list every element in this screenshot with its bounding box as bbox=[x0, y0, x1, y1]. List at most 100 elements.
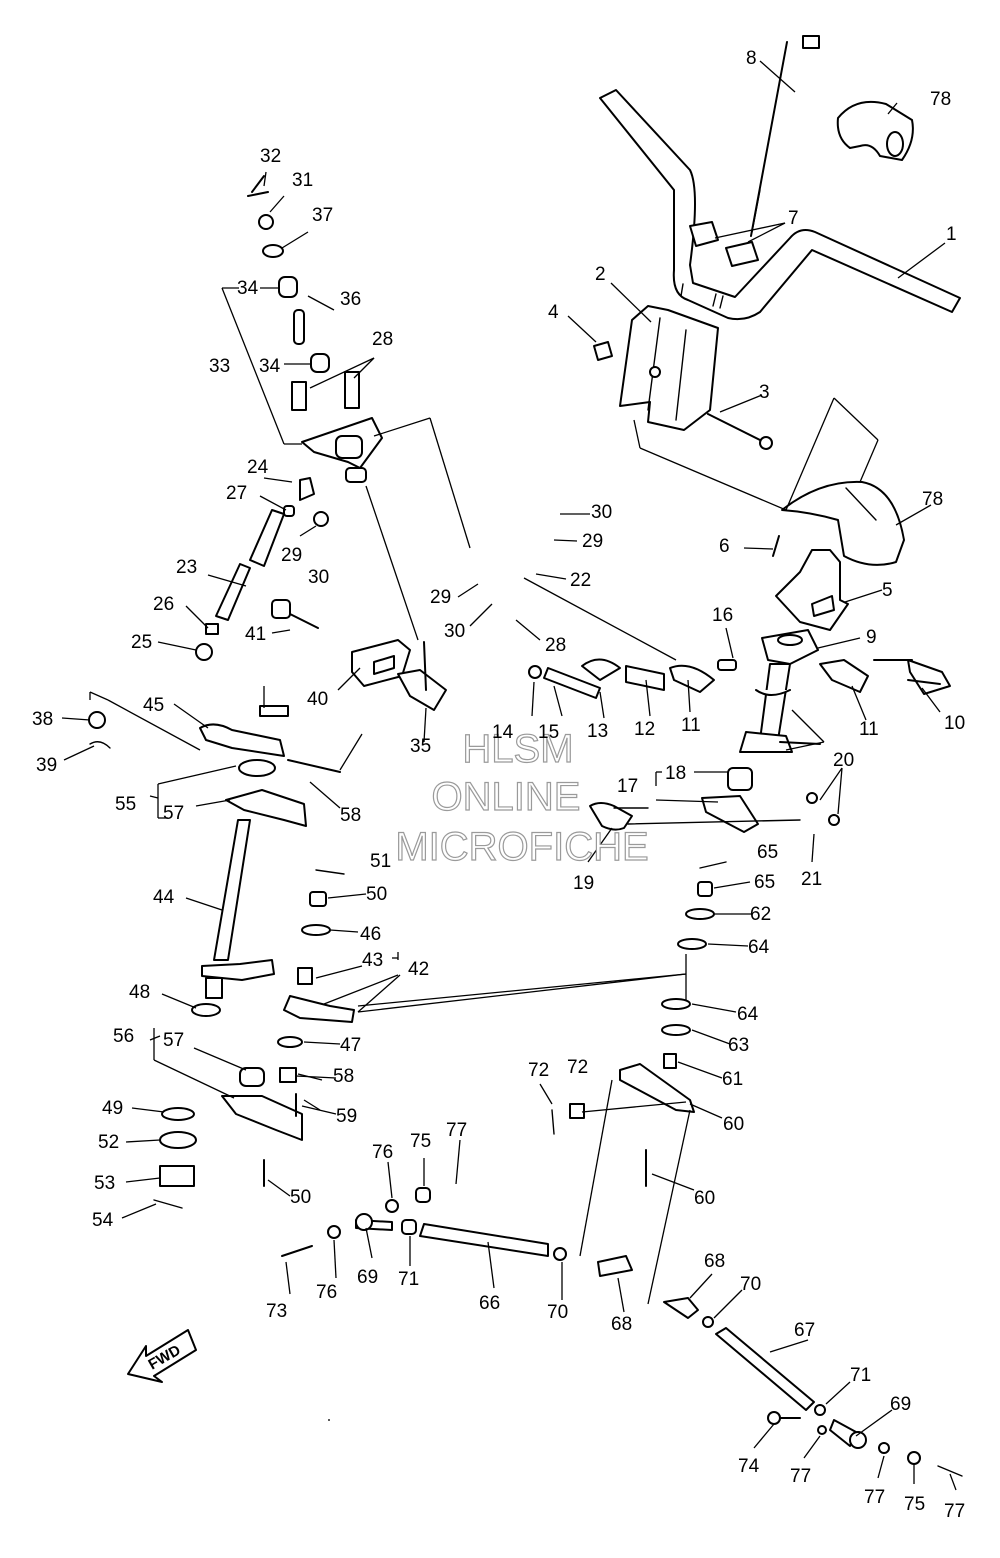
callout: 21 bbox=[801, 869, 822, 890]
callout: 69 bbox=[890, 1394, 911, 1415]
column-cover bbox=[781, 480, 905, 566]
callout: 28 bbox=[545, 635, 566, 656]
stem-links bbox=[528, 658, 951, 699]
callout: 19 bbox=[573, 873, 594, 894]
callout: 71 bbox=[398, 1269, 419, 1290]
callout: 32 bbox=[260, 146, 281, 167]
watermark-line-3: MICROFICHE bbox=[395, 825, 648, 869]
callout: 75 bbox=[904, 1494, 925, 1515]
callout: 30 bbox=[308, 567, 329, 588]
stopper-and-bolt bbox=[271, 599, 447, 711]
callout: 39 bbox=[36, 755, 57, 776]
callout: 71 bbox=[850, 1365, 871, 1386]
callout: 31 bbox=[292, 170, 313, 191]
callout: 53 bbox=[94, 1173, 115, 1194]
callout: 59 bbox=[336, 1106, 357, 1127]
handlebar-upper-holders bbox=[689, 221, 759, 267]
callout: 49 bbox=[102, 1098, 123, 1119]
callout: 70 bbox=[547, 1302, 568, 1323]
callout: 5 bbox=[882, 580, 893, 601]
steering-shaft-left bbox=[153, 759, 307, 1209]
column-holder bbox=[772, 535, 849, 631]
pitman-arm bbox=[88, 705, 341, 773]
leader-lines bbox=[61, 60, 957, 1491]
callout: 34 bbox=[259, 356, 281, 377]
callout: 64 bbox=[737, 1004, 759, 1025]
callout: 26 bbox=[153, 594, 174, 615]
callout: 8 bbox=[746, 48, 757, 69]
callout: 4 bbox=[548, 302, 559, 323]
callout: 77 bbox=[790, 1466, 811, 1487]
callout: 40 bbox=[307, 689, 328, 710]
callout: 41 bbox=[245, 624, 266, 645]
handlebar bbox=[599, 89, 961, 321]
callout: 28 bbox=[372, 329, 393, 350]
callout: 61 bbox=[722, 1069, 743, 1090]
callout: 78 bbox=[930, 89, 951, 110]
callout: 48 bbox=[129, 982, 150, 1003]
callout: 25 bbox=[131, 632, 152, 653]
callout: 72 bbox=[528, 1060, 549, 1081]
callout: 1 bbox=[946, 224, 957, 245]
callout: 44 bbox=[153, 887, 175, 908]
callout: 29 bbox=[430, 587, 451, 608]
callout: 11 bbox=[859, 719, 879, 740]
callout: 51 bbox=[370, 851, 391, 872]
callout: 57 bbox=[163, 803, 184, 824]
callout: 34 bbox=[237, 278, 259, 299]
callout: 20 bbox=[833, 750, 854, 771]
callout: 67 bbox=[794, 1320, 815, 1341]
callout: 47 bbox=[340, 1035, 361, 1056]
watermark: HLSM ONLINE MICROFICHE bbox=[395, 726, 650, 869]
callout: 35 bbox=[410, 736, 431, 757]
callout: 50 bbox=[290, 1187, 311, 1208]
holder-side-bolt bbox=[593, 341, 773, 450]
callout: 33 bbox=[209, 356, 230, 377]
callout: 23 bbox=[176, 557, 197, 578]
callout: 72 bbox=[567, 1057, 588, 1078]
watermark-line-1: HLSM bbox=[462, 727, 573, 771]
callout: 29 bbox=[582, 531, 603, 552]
callout: 76 bbox=[316, 1282, 337, 1303]
callout: 58 bbox=[333, 1066, 354, 1087]
callout: 64 bbox=[748, 937, 770, 958]
callout: 15 bbox=[538, 722, 559, 743]
callout: 68 bbox=[704, 1251, 725, 1272]
callout: 30 bbox=[591, 502, 612, 523]
watermark-line-2: ONLINE bbox=[432, 775, 581, 819]
callout: 77 bbox=[944, 1501, 965, 1522]
callout: 73 bbox=[266, 1301, 287, 1322]
callout: 46 bbox=[360, 924, 381, 945]
callout: 62 bbox=[750, 904, 771, 925]
steering-column bbox=[739, 629, 821, 753]
tie-rod-left bbox=[281, 1187, 633, 1277]
callout: 56 bbox=[113, 1026, 134, 1047]
bracket-top-stack bbox=[247, 175, 360, 411]
callout: 57 bbox=[163, 1030, 184, 1051]
callout: 11 bbox=[681, 715, 701, 736]
fwd-arrow: FWD bbox=[127, 1329, 197, 1383]
callout: 68 bbox=[611, 1314, 632, 1335]
handlebar-pad bbox=[836, 100, 914, 161]
callout: 69 bbox=[357, 1267, 378, 1288]
callout: 2 bbox=[595, 264, 606, 285]
callout: 63 bbox=[728, 1035, 749, 1056]
callout: 42 bbox=[408, 959, 429, 980]
callout: 6 bbox=[719, 536, 730, 557]
callout: 60 bbox=[723, 1114, 744, 1135]
callout: 14 bbox=[492, 722, 514, 743]
callout: 60 bbox=[694, 1188, 715, 1209]
callout: 10 bbox=[944, 713, 965, 734]
callout: 43 bbox=[362, 950, 383, 971]
callout: 16 bbox=[712, 605, 733, 626]
callout: 7 bbox=[788, 208, 799, 229]
collar-and-pivot bbox=[589, 767, 840, 833]
callout: 77 bbox=[864, 1487, 885, 1508]
callout: 24 bbox=[247, 457, 269, 478]
callout: 27 bbox=[226, 483, 247, 504]
callout: 52 bbox=[98, 1132, 119, 1153]
callout: 45 bbox=[143, 695, 164, 716]
relay-arm-right bbox=[551, 861, 727, 1187]
callout: 30 bbox=[444, 621, 465, 642]
